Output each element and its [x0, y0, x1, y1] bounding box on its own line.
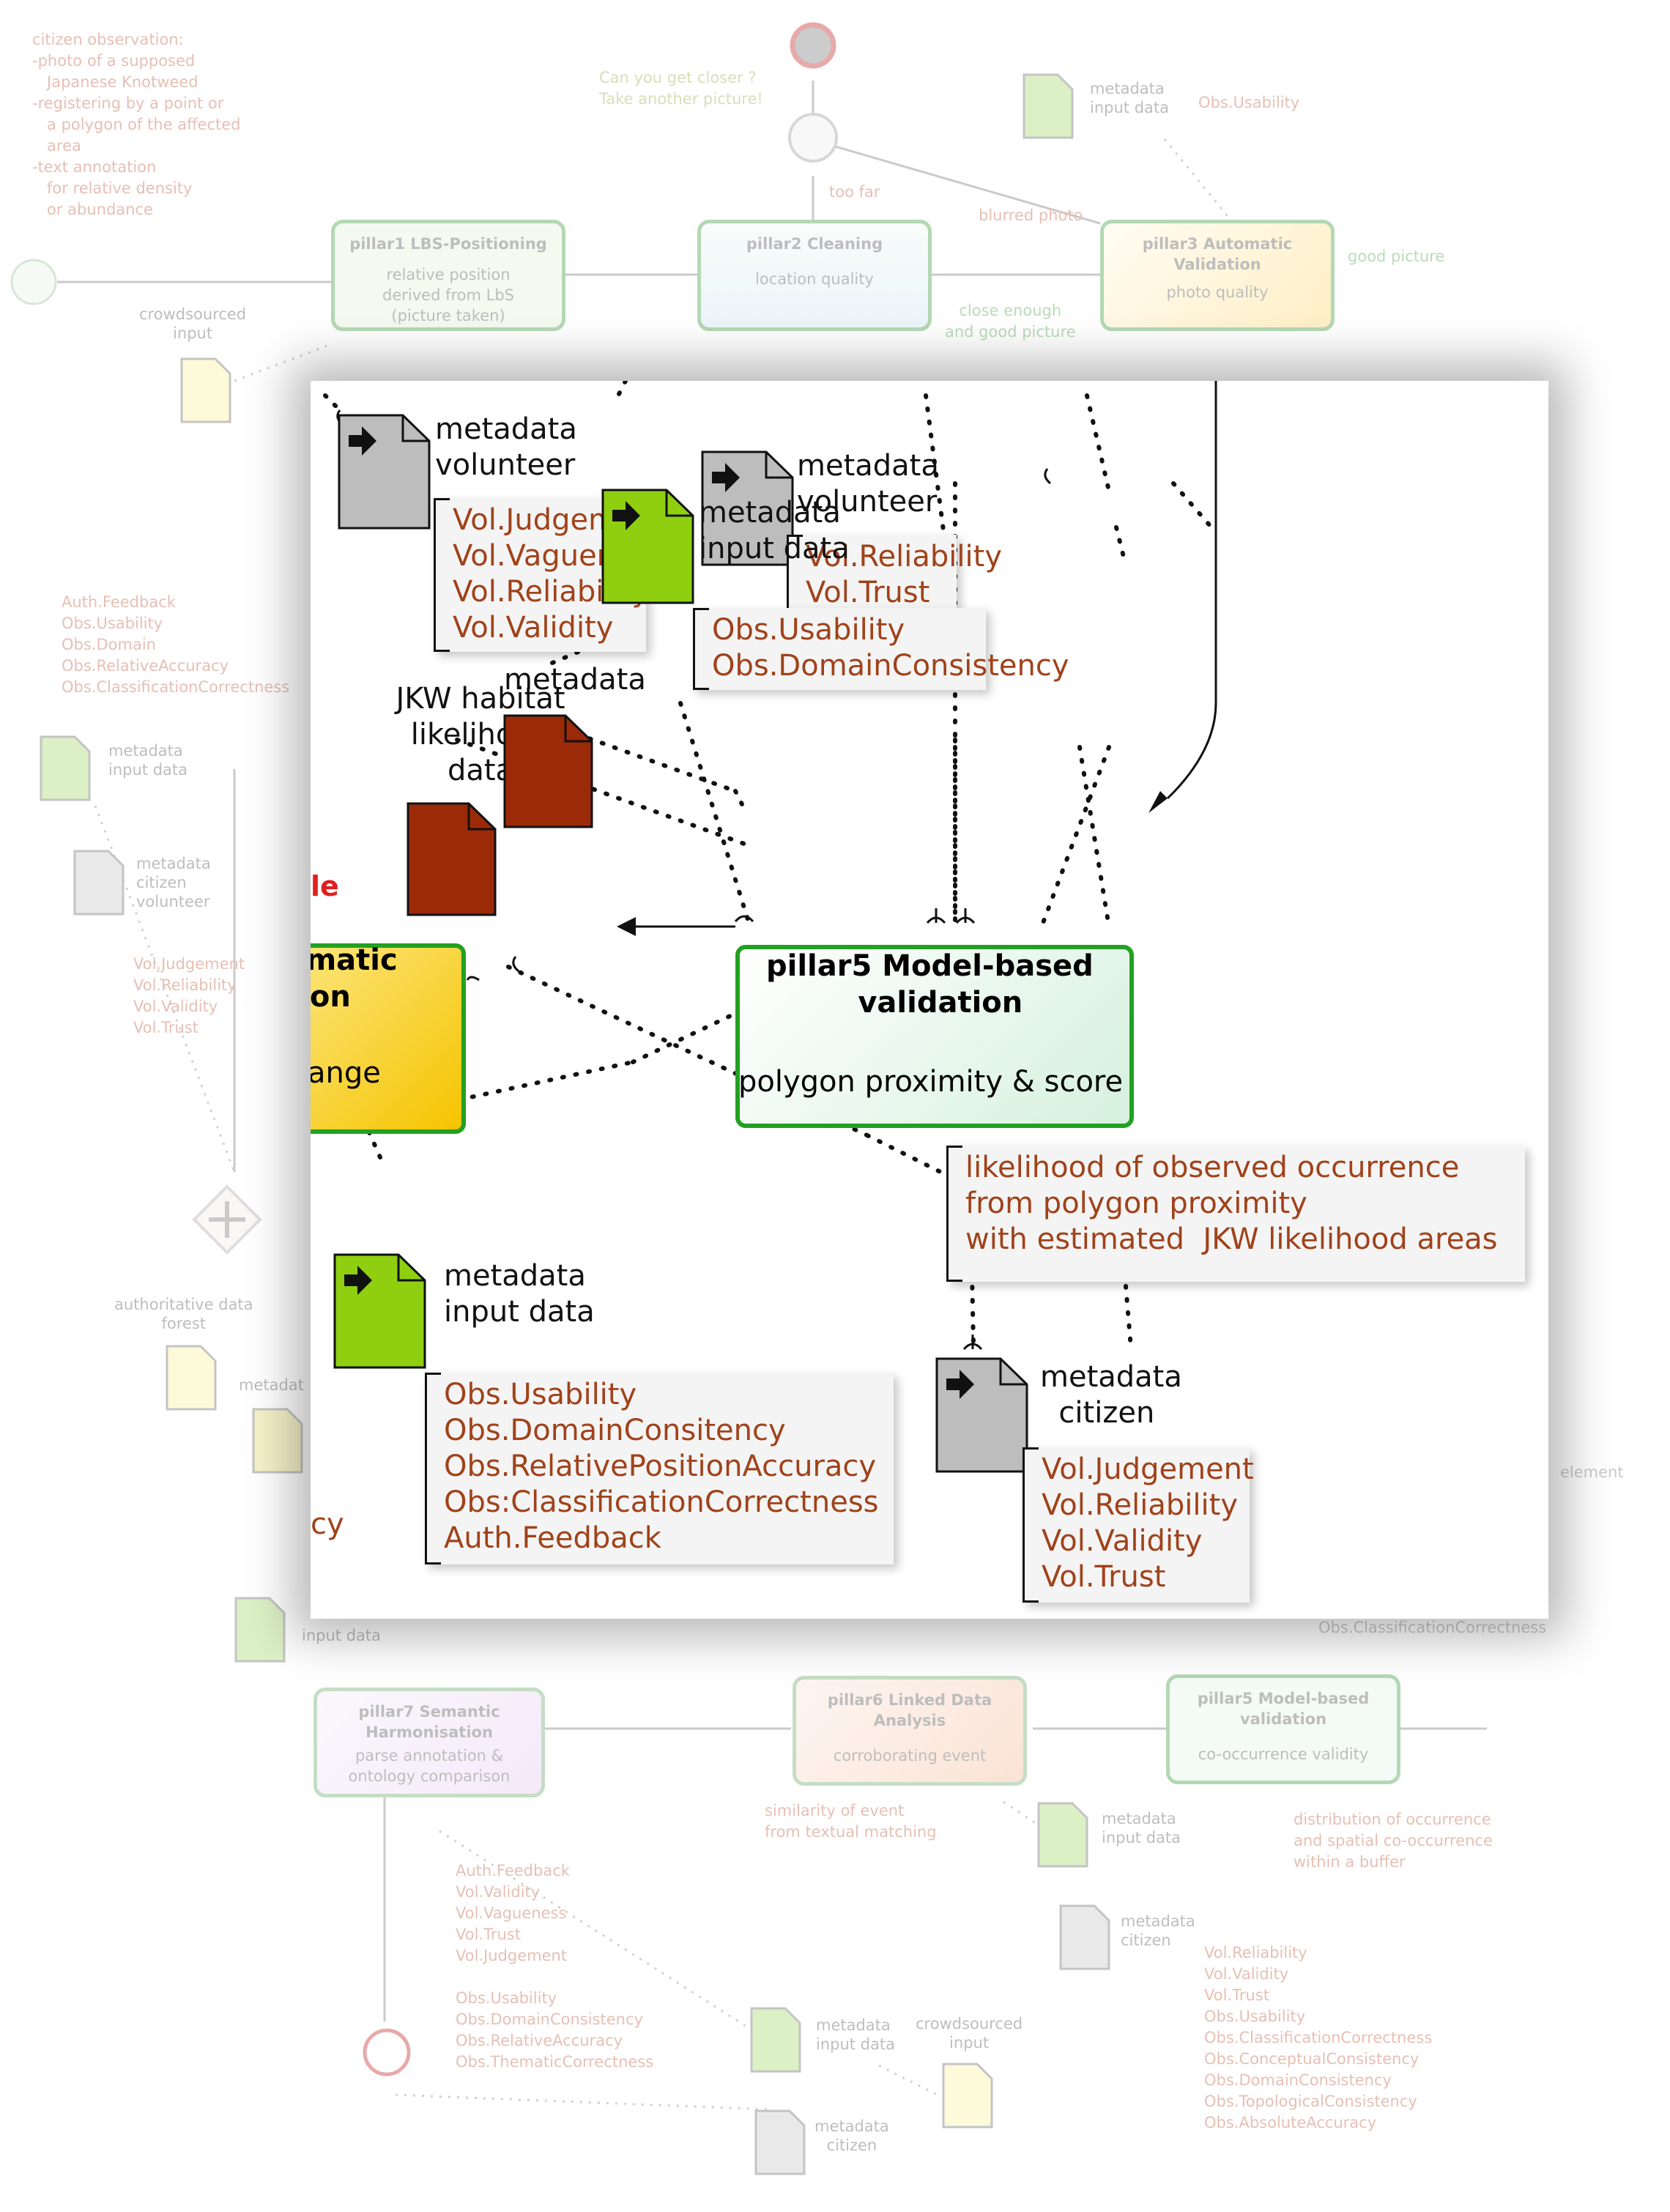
obs-usability-top-label: Obs.Usability	[1198, 94, 1300, 111]
end-event-icon	[790, 22, 836, 69]
bottom-crowdsourced-doc-icon	[942, 2063, 993, 2129]
vol-attribute-box-2: Vol.Reliability Vol.Trust	[787, 535, 1002, 617]
pillar5-citizen-doc-icon	[1059, 1904, 1110, 1970]
bottom-input-doc-icon	[750, 2007, 801, 2073]
metadata-input-data-label-1: metadata input data	[699, 496, 850, 565]
obs-classification-label: Obs.ClassificationCorrectness	[1318, 1619, 1547, 1636]
vol-attribute-list-2: Vol.Reliability Vol.Trust	[806, 540, 1002, 609]
zoom-panel: metadata volunteer Vol.Judgement Vol.Vag…	[311, 381, 1548, 1619]
left-vol-list: Vol.Judgement Vol.Reliability Vol.Validi…	[133, 955, 245, 1036]
left-citizen-volunteer-label: metadata citizen volunteer	[136, 855, 211, 910]
pillar5-subtitle: polygon proximity & score	[738, 1065, 1124, 1099]
message-event-icon	[788, 113, 838, 163]
pillar3-title: pillar3 Automatic Validation	[1142, 235, 1293, 273]
pillar7-task: pillar7 Semantic Harmonisation parse ann…	[313, 1688, 545, 1797]
metadata-input-data-top-label: metadata input data	[1090, 80, 1169, 116]
input-data-doc-green-icon	[601, 489, 694, 604]
jkw-habitat-doc-icon	[407, 802, 497, 916]
metadata-label: metadata	[504, 663, 646, 697]
partial-task-subtitle: ange	[311, 1056, 381, 1090]
pillar1-task: pillar1 LBS-Positioning relative positio…	[331, 220, 565, 331]
authoritative-doc-icon	[166, 1345, 217, 1411]
pillar5-bottom-title: pillar5 Model-based validation	[1197, 1690, 1370, 1728]
pillar1-title: pillar1 LBS-Positioning	[349, 235, 547, 253]
pillar3-subtitle: photo quality	[1166, 283, 1269, 301]
obs-attribute-list-2: Obs.Usability Obs.DomainConsitency Obs.R…	[444, 1378, 879, 1555]
partial-red-text: le	[311, 870, 339, 902]
pillar5-title: pillar5 Model-based validation	[766, 949, 1094, 1020]
partial-task-title: omatic tion	[311, 943, 398, 1014]
crowdsourced-doc-icon	[180, 357, 231, 423]
metadat-label: metadat	[239, 1376, 304, 1394]
blurred-photo-label: blurred photo	[979, 207, 1083, 224]
citizen-observation-note: citizen observation: -photo of a suppose…	[32, 31, 241, 218]
left-input-doc-icon	[40, 735, 91, 801]
pillar6-title: pillar6 Linked Data Analysis	[827, 1691, 992, 1729]
retake-prompt-note: Can you get closer ? Take another pictur…	[599, 69, 763, 108]
bottom-citizen-doc-icon	[754, 2109, 806, 2175]
bottom-left-attribute-list: Auth.Feedback Vol.Validity Vol.Vagueness…	[456, 1862, 654, 2071]
close-enough-label: close enough and good picture	[945, 302, 1076, 341]
parallel-gateway-icon	[192, 1184, 262, 1255]
volunteer-metadata-doc-2-icon	[701, 450, 794, 566]
bottom-input-data-label: metadata input data	[816, 2016, 895, 2053]
vol-attribute-box-3: Vol.Judgement Vol.Reliability Vol.Validi…	[1023, 1447, 1254, 1603]
pillar2-task: pillar2 Cleaning location quality	[697, 220, 932, 331]
flow-arrowhead-left-icon	[617, 917, 636, 936]
bottom-citizen-label: metadata citizen	[814, 2118, 889, 2154]
likelihood-annotation-box: likelihood of observed occurrence from p…	[946, 1146, 1525, 1282]
metadata-volunteer-label-2: metadata volunteer	[797, 449, 939, 519]
bottom-right-attribute-list: Vol.Reliability Vol.Validity Vol.Trust O…	[1204, 1944, 1433, 2131]
pillar5-bottom-task: pillar5 Model-based validation co-occurr…	[1166, 1674, 1400, 1784]
pillar2-subtitle: location quality	[755, 270, 874, 288]
metadata-input-data-label-2: metadata input data	[444, 1259, 595, 1329]
pillar5-citizen-label: metadata citizen	[1121, 1912, 1195, 1949]
crowdsourced-input-label: crowdsourced input	[139, 305, 247, 342]
likelihood-annotation: likelihood of observed occurrence from p…	[965, 1151, 1498, 1256]
pillar6-subtitle: corroborating event	[833, 1747, 987, 1764]
metadata-citizen-label: metadata citizen	[1040, 1360, 1182, 1430]
obs-attribute-box-1: Obs.Usability Obs.DomainConsistency	[693, 608, 1069, 690]
pillar3-task: pillar3 Automatic Validation photo quali…	[1100, 220, 1335, 331]
volunteer-metadata-doc-icon	[338, 414, 431, 530]
good-picture-label: good picture	[1348, 248, 1445, 265]
input-data-doc-green-2-icon	[333, 1253, 426, 1369]
input-data-label: input data	[302, 1627, 381, 1644]
pillar2-title: pillar2 Cleaning	[746, 235, 883, 253]
metadata-red-doc-icon	[503, 714, 593, 828]
pillar7-input-doc-icon	[234, 1597, 286, 1663]
pillar6-task: pillar6 Linked Data Analysis corroborati…	[793, 1676, 1027, 1786]
citizen-metadata-doc-icon	[935, 1357, 1028, 1473]
automatic-validation-task-partial: omatic tion ange	[311, 943, 466, 1134]
flow-arrowhead-right-icon	[1148, 791, 1168, 813]
element-label: element	[1560, 1463, 1624, 1481]
metadata-volunteer-label-1: metadata volunteer	[435, 412, 577, 482]
similarity-note: similarity of event from textual matchin…	[765, 1802, 937, 1841]
obs-attribute-list-1: Obs.Usability Obs.DomainConsistency	[712, 613, 1069, 683]
left-citizen-doc-icon	[73, 850, 125, 916]
auth-feedback-list: Auth.Feedback Obs.Usability Obs.Domain O…	[62, 593, 290, 696]
end-event-bottom-icon	[363, 2028, 411, 2076]
authoritative-data-label: authoritative data forest	[114, 1296, 253, 1332]
pillar5-input-doc-icon	[1037, 1802, 1088, 1868]
start-event-icon	[10, 259, 57, 305]
pillar5-input-data-label: metadata input data	[1102, 1810, 1181, 1847]
too-far-label: too far	[829, 183, 880, 201]
pillar1-subtitle: relative position derived from LbS (pict…	[382, 266, 514, 324]
input-data-doc-icon	[1023, 73, 1074, 139]
pillar5-model-based-validation-task: pillar5 Model-based validation polygon p…	[735, 945, 1134, 1128]
left-metadata-doc-icon	[252, 1408, 303, 1474]
distribution-note: distribution of occurrence and spatial c…	[1294, 1811, 1493, 1871]
left-metadata-input-label: metadata input data	[108, 742, 188, 779]
partial-cy-text: cy	[311, 1507, 344, 1541]
pillar7-subtitle: parse annotation & ontology comparison	[348, 1747, 511, 1785]
vol-attribute-list-3: Vol.Judgement Vol.Reliability Vol.Validi…	[1042, 1452, 1254, 1594]
bottom-crowdsourced-label: crowdsourced input	[916, 2015, 1023, 2052]
pillar5-bottom-subtitle: co-occurrence validity	[1198, 1745, 1369, 1763]
obs-attribute-box-2: Obs.Usability Obs.DomainConsitency Obs.R…	[425, 1373, 894, 1565]
pillar7-title: pillar7 Semantic Harmonisation	[358, 1703, 500, 1741]
